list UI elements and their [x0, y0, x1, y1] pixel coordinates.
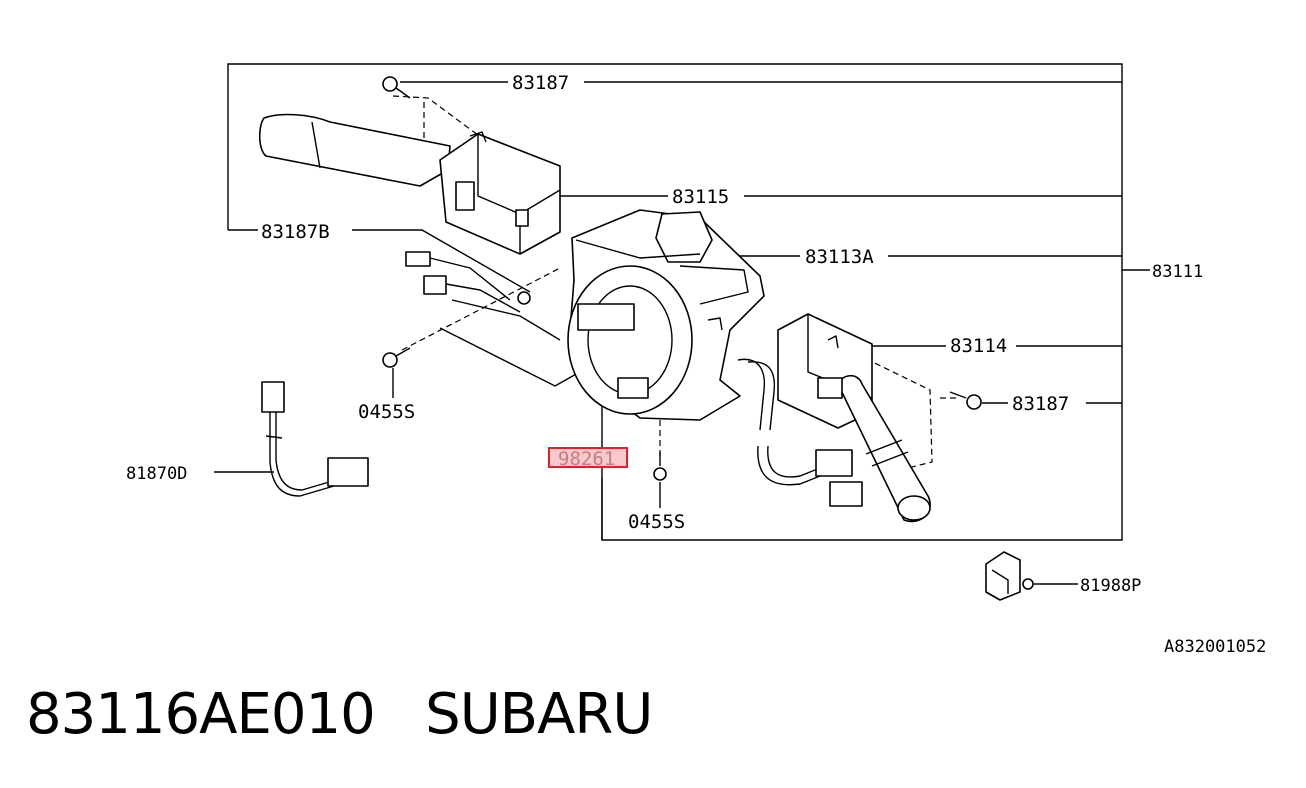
harness-81870d-drawing [261, 381, 369, 497]
screw-83187-right-icon [949, 391, 982, 410]
label-83114[interactable]: 83114 [950, 335, 1007, 357]
label-98261[interactable]: 98261 [558, 448, 615, 470]
screws [382, 76, 982, 481]
label-83111[interactable]: 83111 [1152, 262, 1203, 282]
part-caption: 83116AE010 SUBARU [26, 682, 653, 747]
brand-name: SUBARU [425, 682, 653, 747]
part-highlight-box[interactable] [548, 447, 628, 468]
screw-0455s-bottom-icon [653, 452, 667, 481]
screw-83187-top-icon [382, 76, 411, 99]
label-81870d[interactable]: 81870D [126, 464, 187, 484]
clip-81988p-drawing [985, 551, 1034, 601]
label-83187-right[interactable]: 83187 [1012, 393, 1069, 415]
harness-connector-right-drawing [737, 358, 863, 507]
screw-0455s-left-icon [382, 347, 411, 368]
diagram-frame [227, 63, 1150, 541]
part-number: 83116AE010 [26, 682, 376, 747]
combination-switch-body-drawing [567, 209, 765, 421]
label-83115[interactable]: 83115 [672, 186, 729, 208]
label-81988p[interactable]: 81988P [1080, 576, 1141, 596]
label-83187-top[interactable]: 83187 [512, 72, 569, 94]
label-83113a[interactable]: 83113A [805, 246, 874, 268]
label-0455s-left[interactable]: 0455S [358, 401, 415, 423]
wiper-lever-drawing [777, 313, 931, 523]
label-0455s-bottom[interactable]: 0455S [628, 511, 685, 533]
leader-lines [214, 81, 1122, 585]
label-83187b[interactable]: 83187B [261, 221, 330, 243]
harness-connector-left-drawing [405, 251, 531, 313]
turn-signal-lever-drawing [258, 113, 561, 255]
reference-code: A832001052 [1164, 637, 1266, 657]
